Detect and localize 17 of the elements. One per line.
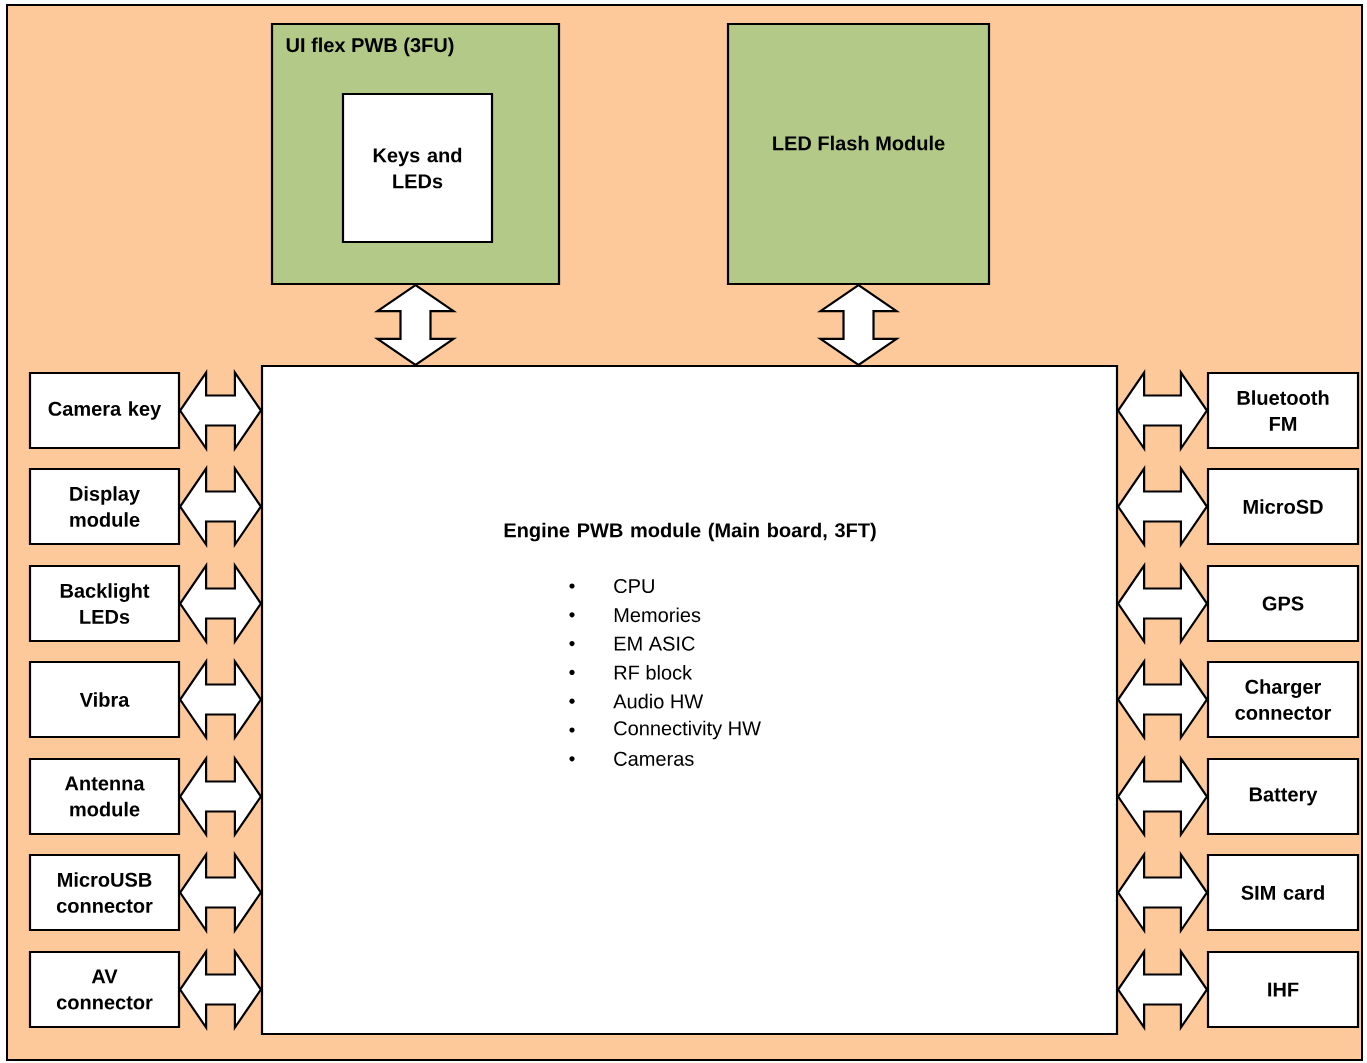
component-box: Keys and LEDs xyxy=(341,92,494,244)
component-box: IHF xyxy=(1206,950,1360,1029)
component-box: Vibra xyxy=(28,660,181,739)
component-box: Bluetooth FM xyxy=(1206,371,1360,450)
component-box: Battery xyxy=(1206,757,1360,836)
component-box: GPS xyxy=(1206,564,1360,643)
component-box: AV connector xyxy=(28,950,181,1029)
component-box: MicroSD xyxy=(1206,467,1360,546)
component-box: Antenna module xyxy=(28,757,181,836)
main-board-box: Engine PWB module (Main board, 3FT) CPU Memories EM ASIC RF block Audio HW Connectivity HW Cameras xyxy=(260,364,1119,1036)
component-box: MicroUSB connector xyxy=(28,853,181,932)
module-box: LED Flash Module xyxy=(726,22,991,286)
component-box: Backlight LEDs xyxy=(28,564,181,643)
component-box: Display module xyxy=(28,467,181,546)
component-box: Charger connector xyxy=(1206,660,1360,739)
component-box: SIM card xyxy=(1206,853,1360,932)
component-box: Camera key xyxy=(28,371,181,450)
